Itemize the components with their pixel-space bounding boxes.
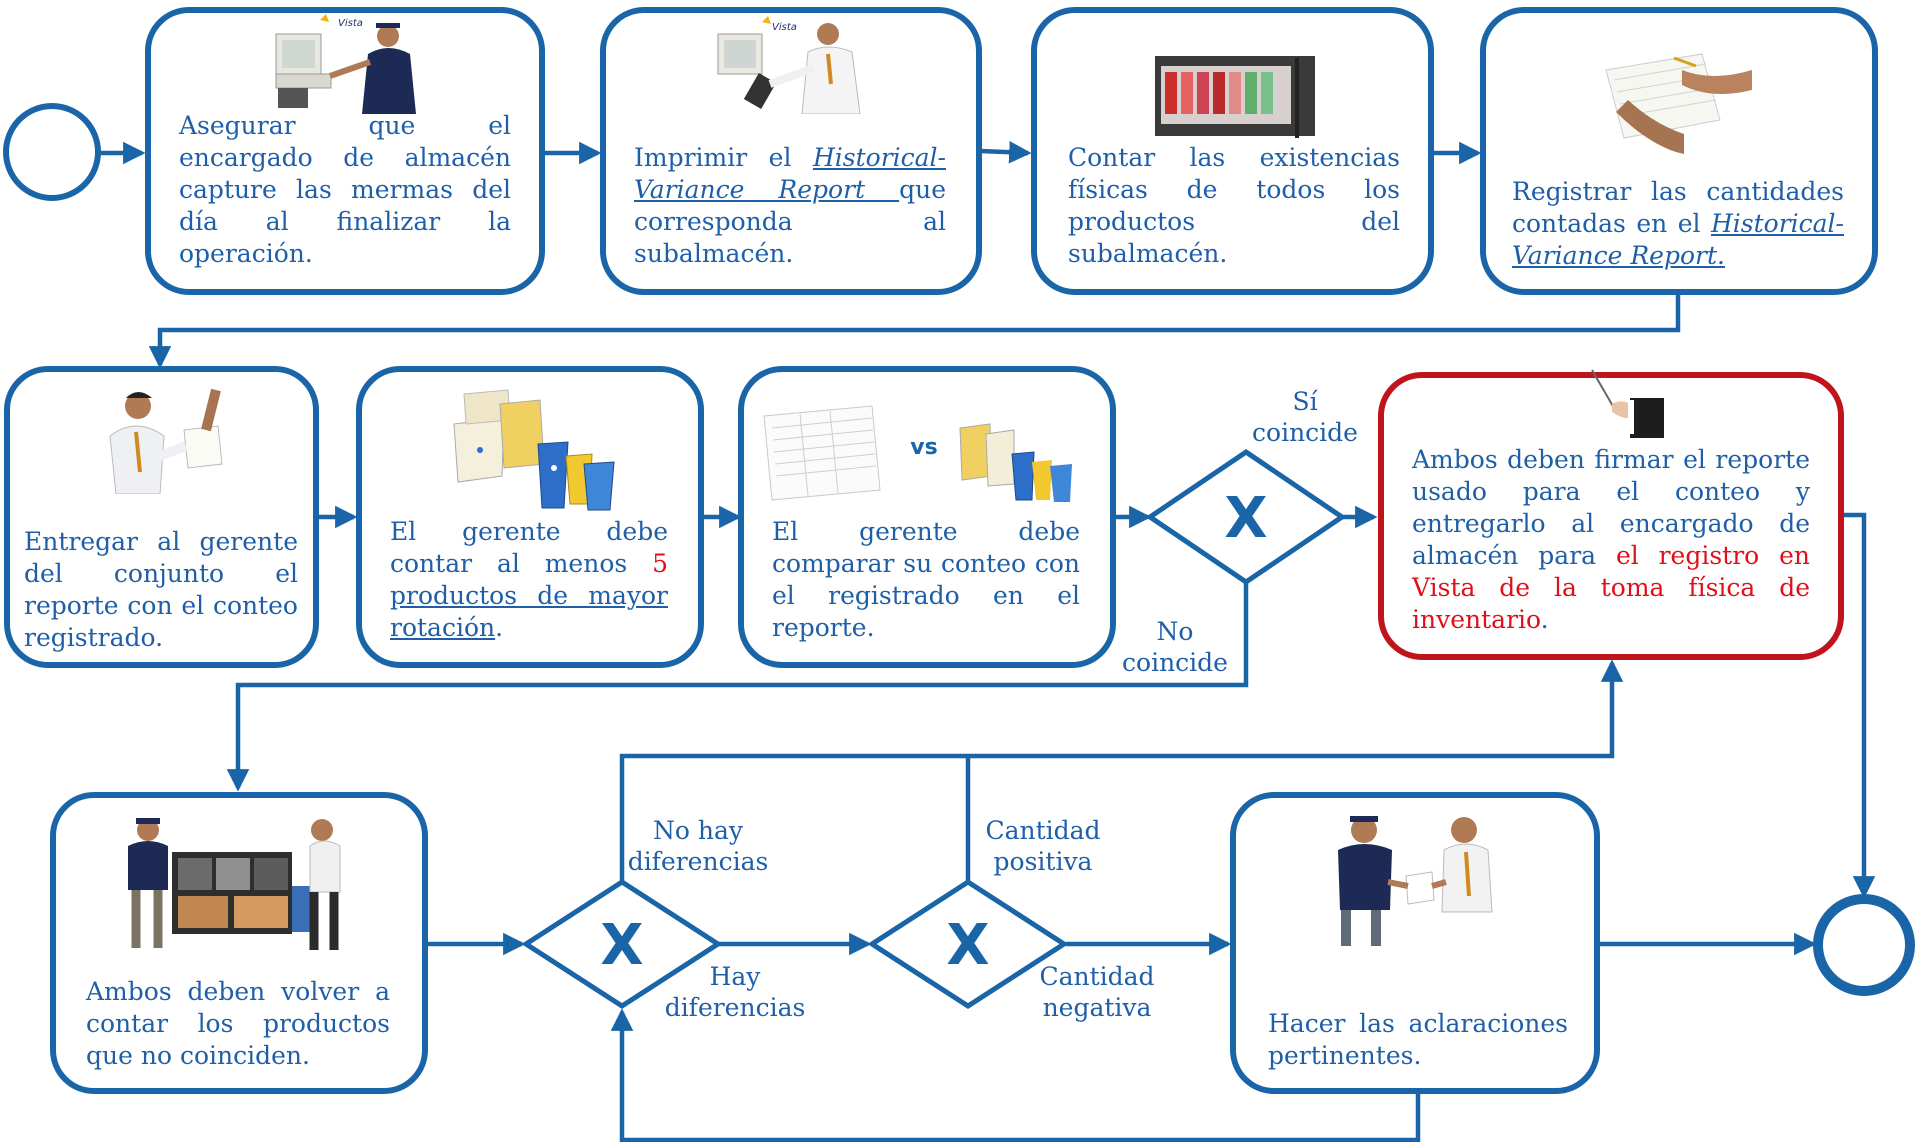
product-count-highlight: 5 bbox=[652, 549, 668, 578]
recount-photo bbox=[128, 818, 341, 950]
task-sign-report-text: Ambos deben firmar el reporte usado para… bbox=[1412, 445, 1810, 634]
employee-computer-photo: Vista bbox=[275, 14, 416, 114]
hands-writing-photo bbox=[1605, 53, 1752, 154]
task-print-report-text: Imprimir el Historical-Variance Report q… bbox=[634, 143, 946, 268]
task-clarifications bbox=[1230, 792, 1600, 1094]
beverage-cooler-photo bbox=[1155, 56, 1315, 138]
gateway-coincide: X bbox=[1145, 448, 1347, 586]
end-event bbox=[1813, 894, 1915, 996]
svg-text:Vista: Vista bbox=[338, 18, 363, 29]
task-recount bbox=[50, 792, 428, 1094]
manager-computer-photo: Vista bbox=[717, 16, 861, 114]
report-vs-cups-photo bbox=[763, 405, 1072, 502]
task-deliver-report bbox=[4, 366, 319, 668]
flow-t4-to-t5 bbox=[148, 291, 1681, 369]
task-register-counts-text: Registrar las cantidades contadas en el … bbox=[1512, 177, 1844, 270]
gateway-cantidad: X bbox=[867, 879, 1069, 1009]
signing-hand-photo bbox=[1591, 369, 1664, 438]
svg-text:X: X bbox=[946, 913, 989, 978]
svg-text:Vista: Vista bbox=[772, 22, 797, 33]
task-capture-mermas-text: Asegurar que el encargado de almacén cap… bbox=[179, 111, 511, 268]
flow-g1-to-t9 bbox=[226, 582, 1249, 792]
task-count-stock-text: Contar las existencias físicas de todos … bbox=[1068, 143, 1400, 268]
vs-label: vs bbox=[910, 435, 938, 460]
task-sign-report bbox=[1378, 372, 1844, 660]
start-event bbox=[3, 103, 101, 201]
handing-report-photo bbox=[109, 388, 223, 494]
flow-t8-to-end bbox=[1840, 512, 1876, 899]
historical-variance-report-link-2: Historical-Variance Report. bbox=[1512, 209, 1844, 270]
task-print-report bbox=[600, 7, 982, 295]
historical-variance-report-link: Historical-Variance Report bbox=[634, 143, 946, 204]
gateway-diferencias: X bbox=[521, 879, 723, 1009]
task-clarifications-text: Hacer las aclaraciones pertinentes. bbox=[1268, 1009, 1568, 1070]
flow-g2-g3-to-t8 bbox=[619, 659, 1624, 882]
task-deliver-report-text: Entregar al gerente del conjunto el repo… bbox=[24, 527, 298, 652]
task-recount-text: Ambos deben volver a contar los producto… bbox=[86, 977, 390, 1070]
task-manager-count-text: El gerente debe contar al menos 5 produc… bbox=[390, 517, 668, 642]
svg-text:X: X bbox=[1224, 486, 1267, 551]
vista-registration-highlight: el registro en Vista de la toma física d… bbox=[1412, 541, 1810, 634]
popcorn-cups-photo bbox=[453, 389, 615, 511]
task-compare-count-text: El gerente debe comparar su conteo con e… bbox=[772, 517, 1080, 642]
task-count-stock bbox=[1031, 7, 1434, 295]
handshake-document-photo bbox=[1338, 816, 1493, 946]
flow-t2-to-t3 bbox=[979, 140, 1032, 164]
flow-t10-loop-to-g2 bbox=[610, 1008, 1421, 1142]
svg-text:X: X bbox=[600, 913, 643, 978]
task-capture-mermas bbox=[145, 7, 545, 295]
